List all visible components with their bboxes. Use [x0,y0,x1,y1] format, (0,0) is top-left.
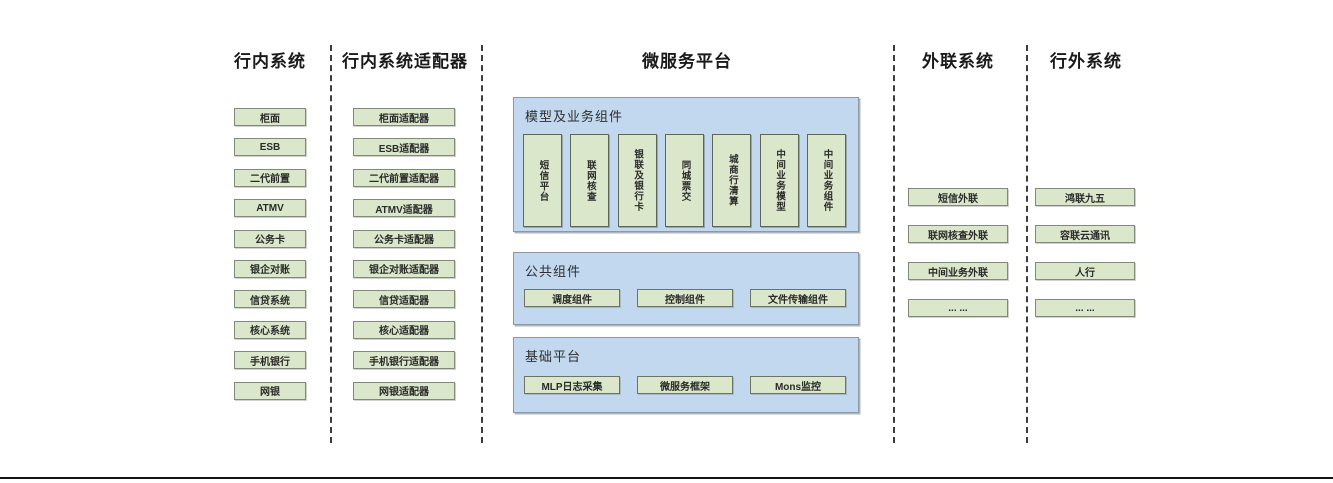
panel-label: 公共组件 [525,264,582,279]
outreach-box: 中间业务外联 [908,262,1008,280]
system-box: 公务卡 [234,229,306,248]
outreach-box: 联网核查外联 [908,225,1008,243]
system-box: 信贷系统 [234,290,306,309]
system-box: ESB [234,138,306,157]
column-title-internal-adapters: 行内系统适配器 [342,52,468,71]
outreach-box: ... ... [908,299,1008,317]
panel-label: 模型及业务组件 [525,109,624,124]
external-box: 人行 [1035,262,1135,280]
adapter-box: 手机银行适配器 [353,351,455,370]
internal-adapters-list: 柜面适配器 ESB适配器二代前置适配器 ATMV适配器公务卡适配器银企对账适配器信贷… [353,108,455,400]
common-components-list: 调度组件控制组件文件传输组件 [524,289,846,307]
common-component-box: 调度组件 [524,289,620,307]
common-component-box: 控制组件 [637,289,733,307]
column-title-outreach-systems: 外联系统 [922,52,994,71]
separator-line-2 [481,45,483,443]
external-systems-list: 鸿联九五容联云通讯人行 ... ... [1035,188,1135,317]
internal-systems-list: 柜面 ESB 二代前置 ATMV 公务卡银企对账信贷系统核心系统手机银行网银 [234,108,306,400]
external-box: ... ... [1035,299,1135,317]
base-platform-box: MLP日志采集 [524,376,620,394]
bottom-rule [0,477,1333,479]
panel-base-platform: 基础平台 MLP日志采集微服务框架 Mons监控 [513,337,859,413]
model-component-box: 城商行清算 [712,134,752,227]
model-component-box: 联网核查 [570,134,610,227]
adapter-box: 柜面适配器 [353,108,455,126]
adapter-box: ATMV适配器 [353,199,455,218]
adapter-box: ESB适配器 [353,138,455,157]
model-component-box: 中间业务模型 [759,134,799,227]
system-box: ATMV [234,199,306,218]
separator-line-3 [893,45,895,443]
system-box: 网银 [234,381,306,400]
model-component-box: 同城票交 [664,134,704,227]
external-box: 容联云通讯 [1035,225,1135,243]
separator-line-4 [1026,45,1028,443]
column-title-internal-systems: 行内系统 [234,52,306,71]
model-component-box: 银联及银行卡 [617,134,657,227]
separator-line-1 [330,45,332,443]
column-title-microservice-platform: 微服务平台 [642,52,732,71]
column-title-external-systems: 行外系统 [1050,52,1122,71]
model-components-list: 短信平台联网核查银联及银行卡同城票交城商行清算中间业务模型中间业务组件 [523,134,846,227]
adapter-box: 网银适配器 [353,381,455,400]
adapter-box: 二代前置适配器 [353,168,455,187]
adapter-box: 银企对账适配器 [353,259,455,278]
external-box: 鸿联九五 [1035,188,1135,206]
system-box: 二代前置 [234,168,306,187]
panel-label: 基础平台 [525,349,582,364]
system-box: 银企对账 [234,259,306,278]
base-platform-list: MLP日志采集微服务框架 Mons监控 [524,376,846,394]
model-component-box: 中间业务组件 [806,134,846,227]
model-component-box: 短信平台 [523,134,562,227]
system-box: 核心系统 [234,320,306,339]
adapter-box: 公务卡适配器 [353,229,455,248]
adapter-box: 核心适配器 [353,320,455,339]
outreach-systems-list: 短信外联联网核查外联中间业务外联 ... ... [908,188,1008,317]
system-box: 柜面 [234,108,306,126]
common-component-box: 文件传输组件 [750,289,846,307]
panel-common-components: 公共组件 调度组件控制组件文件传输组件 [513,252,859,325]
base-platform-box: Mons监控 [750,376,846,394]
system-box: 手机银行 [234,351,306,370]
outreach-box: 短信外联 [908,188,1008,206]
base-platform-box: 微服务框架 [637,376,733,394]
panel-model-business-components: 模型及业务组件 短信平台联网核查银联及银行卡同城票交城商行清算中间业务模型中间业… [513,97,859,232]
adapter-box: 信贷适配器 [353,290,455,309]
